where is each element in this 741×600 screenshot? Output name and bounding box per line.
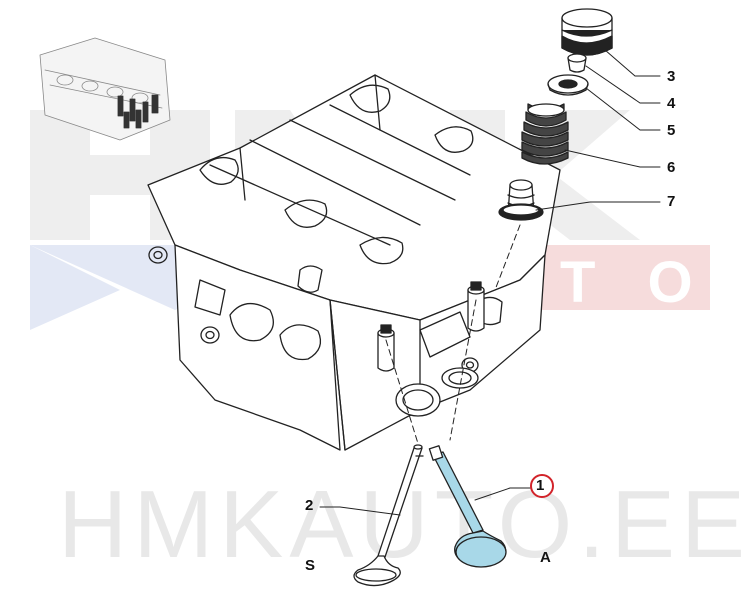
- spring-retainer: [547, 74, 589, 96]
- callout-7: 7: [667, 193, 676, 210]
- tappet-bucket: [561, 8, 613, 56]
- intake-valve-highlighted: [428, 445, 507, 568]
- callout-ring-1: [530, 474, 554, 498]
- label-exhaust-s: S: [305, 557, 316, 574]
- valve-stem-seal: [498, 179, 544, 221]
- valve-seat-right: [441, 367, 479, 389]
- valve-spring: [521, 103, 569, 165]
- callout-2: 2: [305, 497, 314, 514]
- svg-text:T O: T O: [560, 250, 711, 315]
- valve-guide-right: [467, 281, 485, 332]
- valve-collet: [567, 53, 587, 73]
- label-intake-a: A: [540, 549, 551, 566]
- callout-1: 1: [536, 477, 545, 494]
- thumbnail-head-icon: [39, 37, 171, 141]
- valve-seat-left: [395, 383, 441, 417]
- callout-3: 3: [667, 68, 676, 85]
- callout-4: 4: [667, 95, 676, 112]
- exhaust-valve: [353, 444, 424, 587]
- watermark-text: HMKAUTO.EE: [58, 471, 741, 578]
- leader-lines: [319, 49, 661, 516]
- valve-guide-left: [377, 324, 395, 372]
- cylinder-head-body: [147, 74, 561, 451]
- callout-6: 6: [667, 159, 676, 176]
- callout-5: 5: [667, 122, 676, 139]
